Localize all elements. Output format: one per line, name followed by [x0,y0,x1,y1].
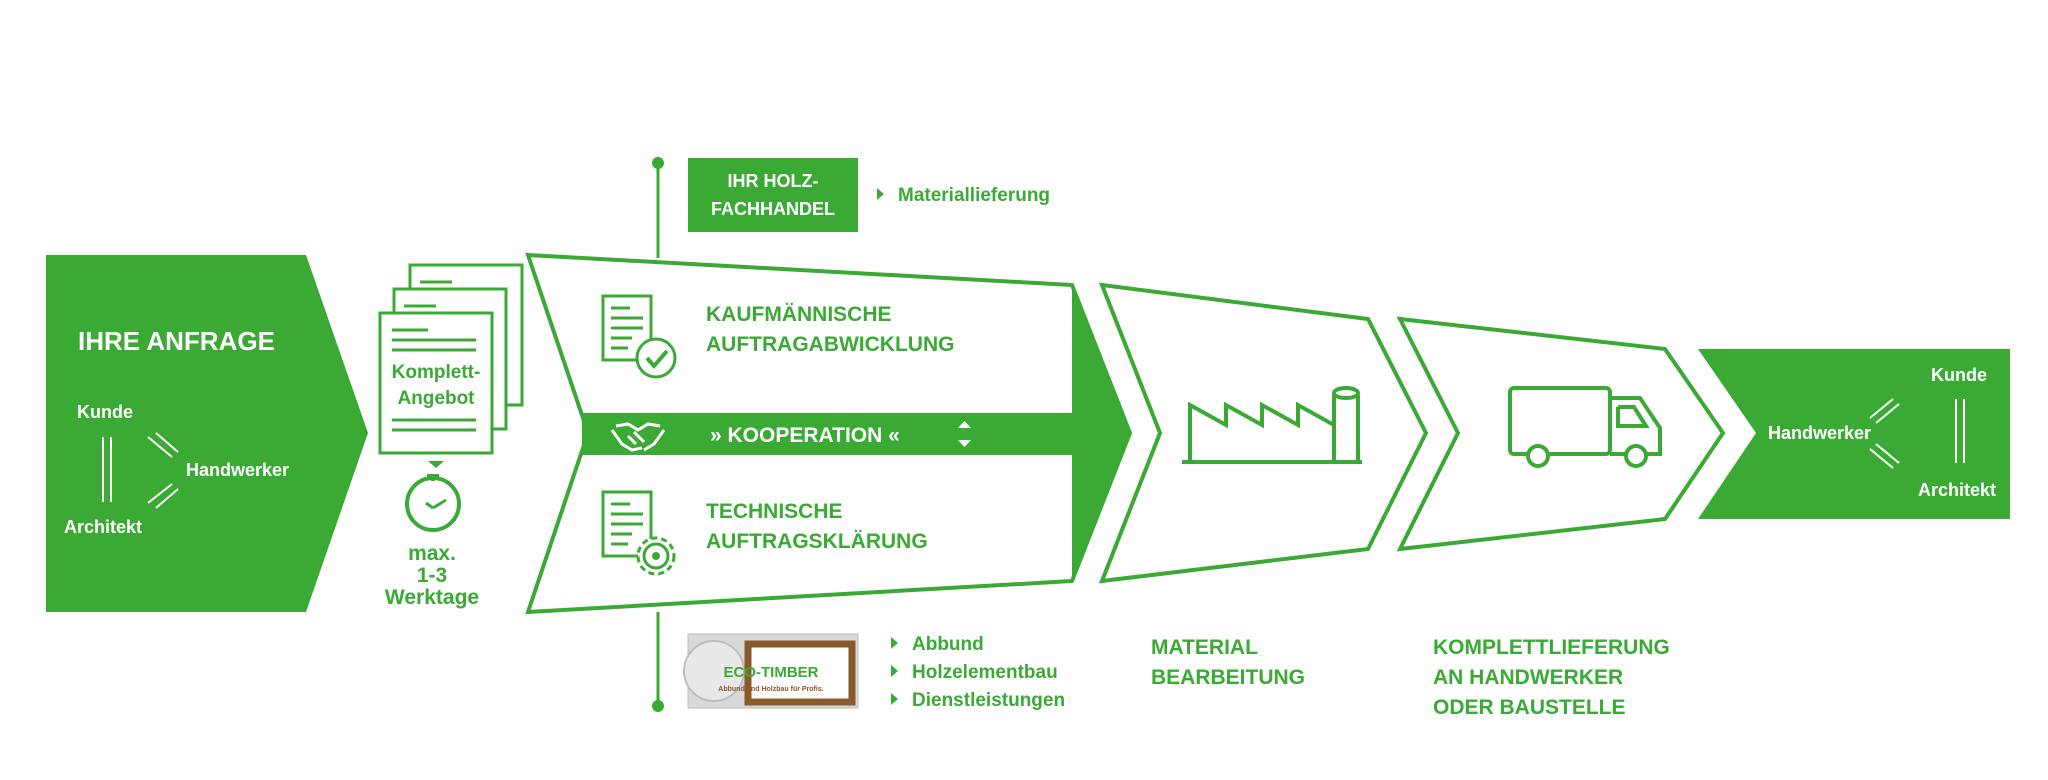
handshake-icon [610,422,666,452]
factory-icon [1182,386,1362,464]
cooperation-label: » KOOPERATION « [710,424,900,447]
process-bottom-line2: AUFTRAGSKLÄRUNG [706,530,928,553]
process-top-line1: KAUFMÄNNISCHE [706,303,892,326]
request-stage: IHRE ANFRAGE Kunde Handwerker Architekt [46,255,368,612]
supplier-bullet: Materiallieferung [898,185,1050,206]
material-stage: MATERIAL BEARBEITUNG [1098,282,1429,689]
request-architekt-label: Architekt [64,517,142,537]
material-line2: BEARBEITUNG [1151,666,1305,689]
eco-connector-dot [652,700,664,712]
material-chevron [1098,282,1429,584]
offer-time-line2: 1-3 [417,564,447,587]
request-kunde-label: Kunde [77,402,133,422]
end-stage: Kunde Handwerker Architekt [1698,349,2010,519]
eco-timber-logo: ECO-TIMBER Abbund und Holzbau für Profis… [683,633,859,709]
offer-time-line3: Werktage [385,586,479,609]
supplier-line2: FACHHANDEL [711,199,835,219]
delivery-line3: ODER BAUSTELLE [1433,696,1626,719]
end-kunde-label: Kunde [1931,365,1987,385]
process-top-line2: AUFTRAGABWICKLUNG [706,333,954,356]
expand-toggle-icon [958,421,971,447]
eco-bullet-arrow-1 [891,637,898,649]
supplier-box [688,158,858,232]
eco-bullet-arrow-3 [891,693,898,705]
supplier-connector-dot [652,157,664,169]
eco-bullet-arrow-2 [891,665,898,677]
eco-logo-title: ECO-TIMBER [724,664,819,681]
eco-bullet-3: Dienstleistungen [912,690,1065,711]
process-bottom-line1: TECHNISCHE [706,500,843,523]
eco-bullet-2: Holzelementbau [912,662,1058,683]
offer-time-line1: max. [408,542,456,565]
end-handwerker-label: Handwerker [1768,423,1871,443]
document-lines [392,280,476,432]
cooperation-band [582,413,1076,455]
delivery-line2: AN HANDWERKER [1433,666,1623,689]
supplier-block: IHR HOLZ- FACHHANDEL Materiallieferung [652,157,1050,258]
process-green-band [1072,285,1130,581]
request-handwerker-label: Handwerker [186,460,289,480]
material-line1: MATERIAL [1151,636,1258,659]
process-stage: KAUFMÄNNISCHE AUFTRAGABWICKLUNG » KOOPER… [525,252,1133,615]
supplier-line1: IHR HOLZ- [728,171,819,191]
eco-timber-block: ECO-TIMBER Abbund und Holzbau für Profis… [652,612,1065,712]
end-shape [1698,349,2010,519]
offer-doc-line1: Komplett- [392,362,481,383]
truck-icon [1508,386,1662,468]
document-gear-icon [601,490,676,576]
request-title: IHRE ANFRAGE [78,326,275,356]
eco-logo-subtitle: Abbund und Holzbau für Profis. [718,686,823,693]
request-connector-lines [102,432,179,509]
offer-stage: Komplett- Angebot max. 1-3 Werktage [378,263,524,609]
eco-bullet-1: Abbund [912,634,984,655]
clock-icon [405,474,461,532]
request-arrow-shape [46,255,368,612]
offer-pointer-triangle [428,461,444,468]
supplier-bullet-arrow [877,188,884,200]
delivery-stage: KOMPLETTLIEFERUNG AN HANDWERKER ODER BAU… [1396,316,1726,719]
delivery-line1: KOMPLETTLIEFERUNG [1433,636,1670,659]
document-stack-icon [378,263,524,455]
document-check-icon [601,294,677,379]
end-connector-lines [1869,398,1965,469]
end-architekt-label: Architekt [1918,480,1996,500]
delivery-chevron [1396,316,1726,552]
offer-doc-line2: Angebot [397,388,475,409]
